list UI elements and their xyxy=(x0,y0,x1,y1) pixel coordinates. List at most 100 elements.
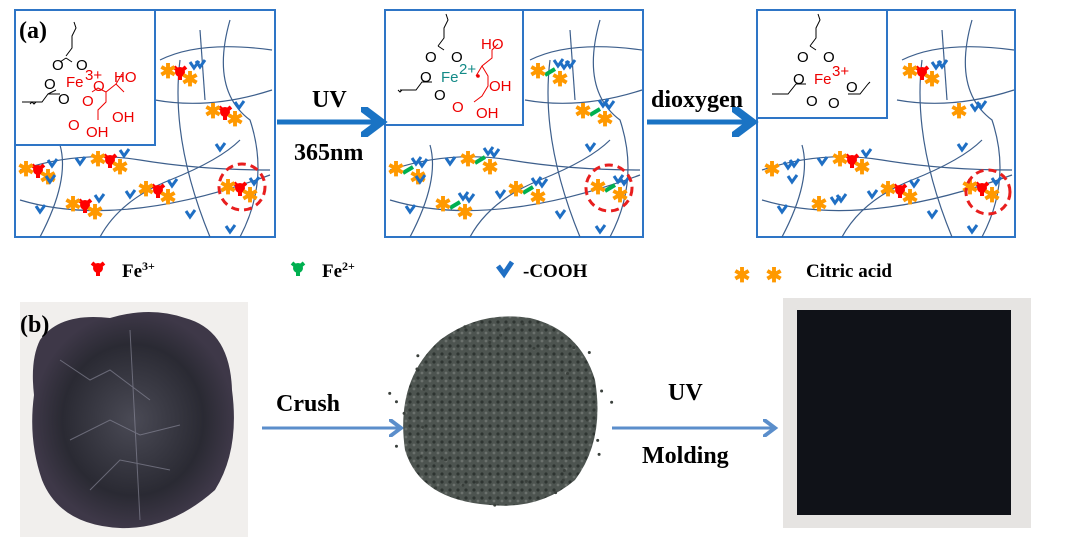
cooh-icon xyxy=(786,174,799,185)
photo-film xyxy=(20,302,248,537)
cooh-icon xyxy=(776,204,789,215)
powder-speck xyxy=(434,486,438,490)
legend-citric-acid: Citric acid xyxy=(806,261,892,282)
citric-acid-icon: ✱ xyxy=(902,187,919,209)
polymer-strand xyxy=(39,144,64,238)
polymer-strand xyxy=(761,174,1013,212)
powder-speck xyxy=(514,488,518,492)
cooh-icon xyxy=(404,204,417,215)
svg-text:O: O xyxy=(76,57,88,74)
citric-acid-icon: ✱ xyxy=(832,149,849,171)
powder-speck xyxy=(402,411,406,415)
fe3-icon xyxy=(974,181,990,196)
svg-text:OH: OH xyxy=(489,78,512,95)
citric-acid-icon: ✱ xyxy=(388,159,405,181)
svg-text:3+: 3+ xyxy=(85,67,102,84)
svg-text:Crush: Crush xyxy=(276,391,340,417)
cooh-icon xyxy=(618,176,631,187)
citric-acid-icon: ✱ xyxy=(811,194,828,216)
powder-speck xyxy=(433,459,437,463)
citric-acid-icon: ✱ xyxy=(612,185,629,207)
cooh-icon xyxy=(46,158,59,169)
svg-text:HO: HO xyxy=(114,69,137,86)
svg-text:O: O xyxy=(828,95,840,112)
powder-speck xyxy=(488,341,492,345)
polymer-strand xyxy=(841,139,983,238)
highlight-circle xyxy=(217,162,267,212)
citric-acid-icon: ✱ xyxy=(508,179,525,201)
svg-text:O: O xyxy=(823,49,835,66)
powder-speck xyxy=(444,458,448,462)
cooh-icon xyxy=(233,100,246,111)
svg-text:Fe: Fe xyxy=(814,71,832,88)
fe3-icon xyxy=(172,65,188,80)
citric-acid-icon: ✱ xyxy=(552,69,569,91)
cooh-icon xyxy=(603,100,616,111)
svg-text:O: O xyxy=(44,76,56,93)
highlight-circle xyxy=(584,163,634,213)
polymer-strand xyxy=(409,144,433,238)
powder-speck xyxy=(419,455,423,459)
powder-speck xyxy=(394,400,398,404)
powder-speck xyxy=(454,336,458,340)
citric-acid-icon: ✱ xyxy=(951,101,968,123)
fe3-icon xyxy=(150,183,166,198)
cooh-icon xyxy=(44,174,57,185)
cooh-icon xyxy=(118,148,131,159)
polymer-strand xyxy=(529,46,643,61)
polymer-strand xyxy=(389,174,641,212)
cooh-icon xyxy=(966,224,979,235)
powder-speck xyxy=(597,452,601,456)
fe2-icon xyxy=(401,165,415,175)
svg-text:dioxygen: dioxygen xyxy=(651,87,743,113)
svg-text:OH: OH xyxy=(112,109,135,126)
cooh-icon xyxy=(93,193,106,204)
cooh-icon xyxy=(34,204,47,215)
powder-speck xyxy=(585,418,589,422)
cooh-icon xyxy=(975,100,988,111)
polymer-strand xyxy=(19,174,271,212)
citric-acid-icon: ✱ xyxy=(457,202,474,224)
polymer-strand xyxy=(896,89,1015,104)
fe3-icon xyxy=(914,65,930,80)
legend-fe2: Fe2+ xyxy=(322,259,355,282)
citric-acid-icon: ✱ xyxy=(984,185,1001,207)
cooh-icon xyxy=(594,224,607,235)
fe3-icon xyxy=(77,198,93,213)
powder-speck xyxy=(416,354,420,358)
svg-text:Molding: Molding xyxy=(642,443,729,469)
citric-acid-icon: ✱ xyxy=(460,149,477,171)
svg-text:O: O xyxy=(846,79,858,96)
cooh-icon xyxy=(788,158,801,169)
fe3-icon xyxy=(102,153,118,168)
fe3-icon xyxy=(232,181,248,196)
svg-text:OH: OH xyxy=(86,124,109,141)
citric-acid-icon: ✱ xyxy=(90,149,107,171)
legend: ✱✱ Fe3+ Fe2+ -COOH Citric acid xyxy=(90,259,892,287)
fe3-legend-icon xyxy=(90,261,106,276)
arrow-crush: Crush xyxy=(262,391,398,428)
citric-acid-icon: ✱ xyxy=(160,187,177,209)
svg-text:Fe: Fe xyxy=(66,74,84,91)
cooh-icon xyxy=(444,156,457,167)
citric-acid-icon: ✱ xyxy=(530,187,547,209)
cooh-icon xyxy=(536,178,549,189)
inset-fe2-radical: O O O O Fe 2+ HO OH OH O xyxy=(384,9,524,126)
citric-acid-icon: ✱ xyxy=(112,157,129,179)
polymer-strand xyxy=(524,89,643,104)
citric-acid-icon: ✱ xyxy=(65,194,82,216)
citric-acid-icon: ✱ xyxy=(227,109,244,131)
cooh-icon xyxy=(564,59,577,70)
powder-speck xyxy=(447,356,451,360)
powder-speck xyxy=(475,480,479,484)
highlight-circle xyxy=(964,168,1012,216)
svg-text:2+: 2+ xyxy=(459,61,476,78)
powder-speck xyxy=(578,408,582,412)
powder-speck xyxy=(461,483,465,487)
cooh-icon xyxy=(414,174,427,185)
powder-speck xyxy=(415,367,419,371)
cooh-icon xyxy=(184,209,197,220)
cooh-icon xyxy=(554,209,567,220)
cooh-icon xyxy=(908,178,921,189)
